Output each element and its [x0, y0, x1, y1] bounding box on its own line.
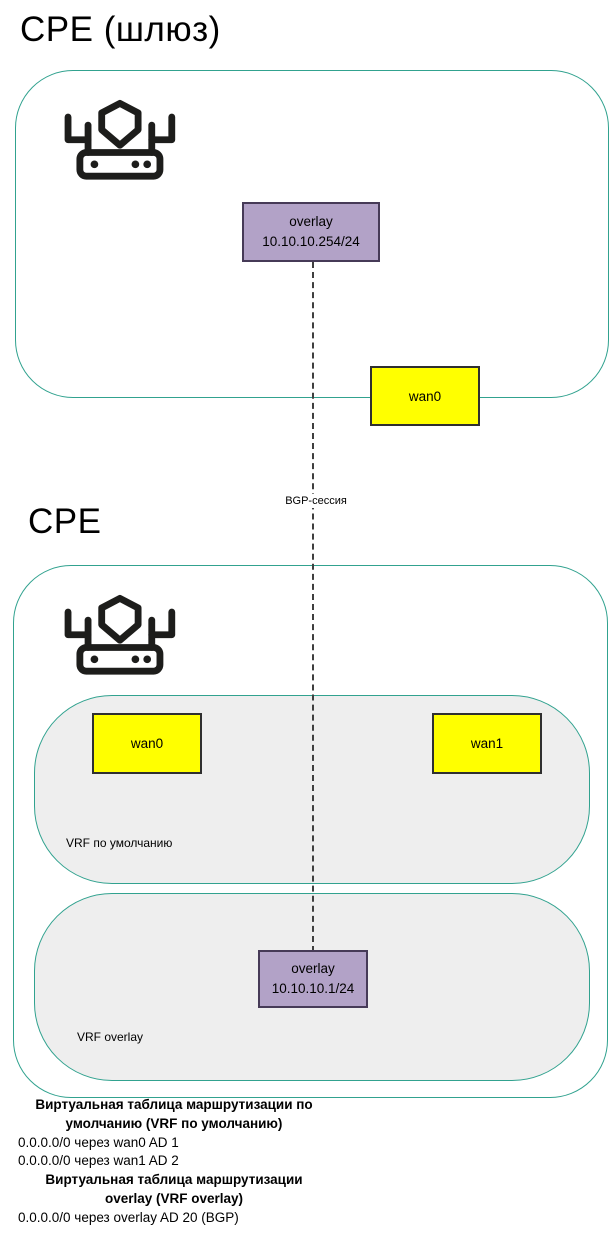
interface-name: wan1 [470, 736, 504, 751]
interface-name: overlay [289, 214, 333, 229]
vrf-overlay-label: VRF overlay [77, 1030, 144, 1044]
gateway-overlay-interface: overlay 10.10.10.254/24 [242, 202, 380, 262]
gateway-title: CPE (шлюз) [20, 10, 221, 49]
interface-ip: 10.10.10.1/24 [271, 981, 355, 996]
routing-overlay-title-line2: overlay (VRF overlay) [104, 1190, 244, 1206]
interface-ip: 10.10.10.254/24 [262, 234, 360, 249]
cpe-wan1-interface: wan1 [432, 713, 542, 774]
routing-default-title-line1: Виртуальная таблица маршрутизации по [35, 1097, 313, 1112]
cpe-wan0-interface: wan0 [92, 713, 202, 774]
bgp-session-line [312, 262, 314, 952]
routing-overlay-title-line1: Виртуальная таблица маршрутизации [45, 1172, 303, 1188]
routing-default-title-line2: умолчанию (VRF по умолчанию) [65, 1115, 283, 1131]
routing-tables: Виртуальная таблица маршрутизации по умо… [8, 1096, 340, 1228]
interface-name: overlay [291, 961, 335, 976]
interface-name: wan0 [130, 736, 164, 751]
interface-name: wan0 [408, 388, 442, 404]
route-entry: 0.0.0.0/0 через wan0 AD 1 [18, 1134, 179, 1150]
gateway-wan0-interface: wan0 [370, 366, 480, 426]
cpe-title: CPE [28, 502, 102, 541]
route-entry: 0.0.0.0/0 через wan1 AD 2 [18, 1153, 179, 1169]
router-shield-icon [58, 97, 180, 193]
router-shield-icon [58, 592, 180, 688]
bgp-session-label: BGP-сессия [282, 494, 350, 508]
route-entry: 0.0.0.0/0 через overlay AD 20 (BGP) [18, 1209, 239, 1225]
vrf-default-label: VRF по умолчанию [66, 836, 173, 850]
cpe-overlay-interface: overlay 10.10.10.1/24 [258, 950, 368, 1008]
